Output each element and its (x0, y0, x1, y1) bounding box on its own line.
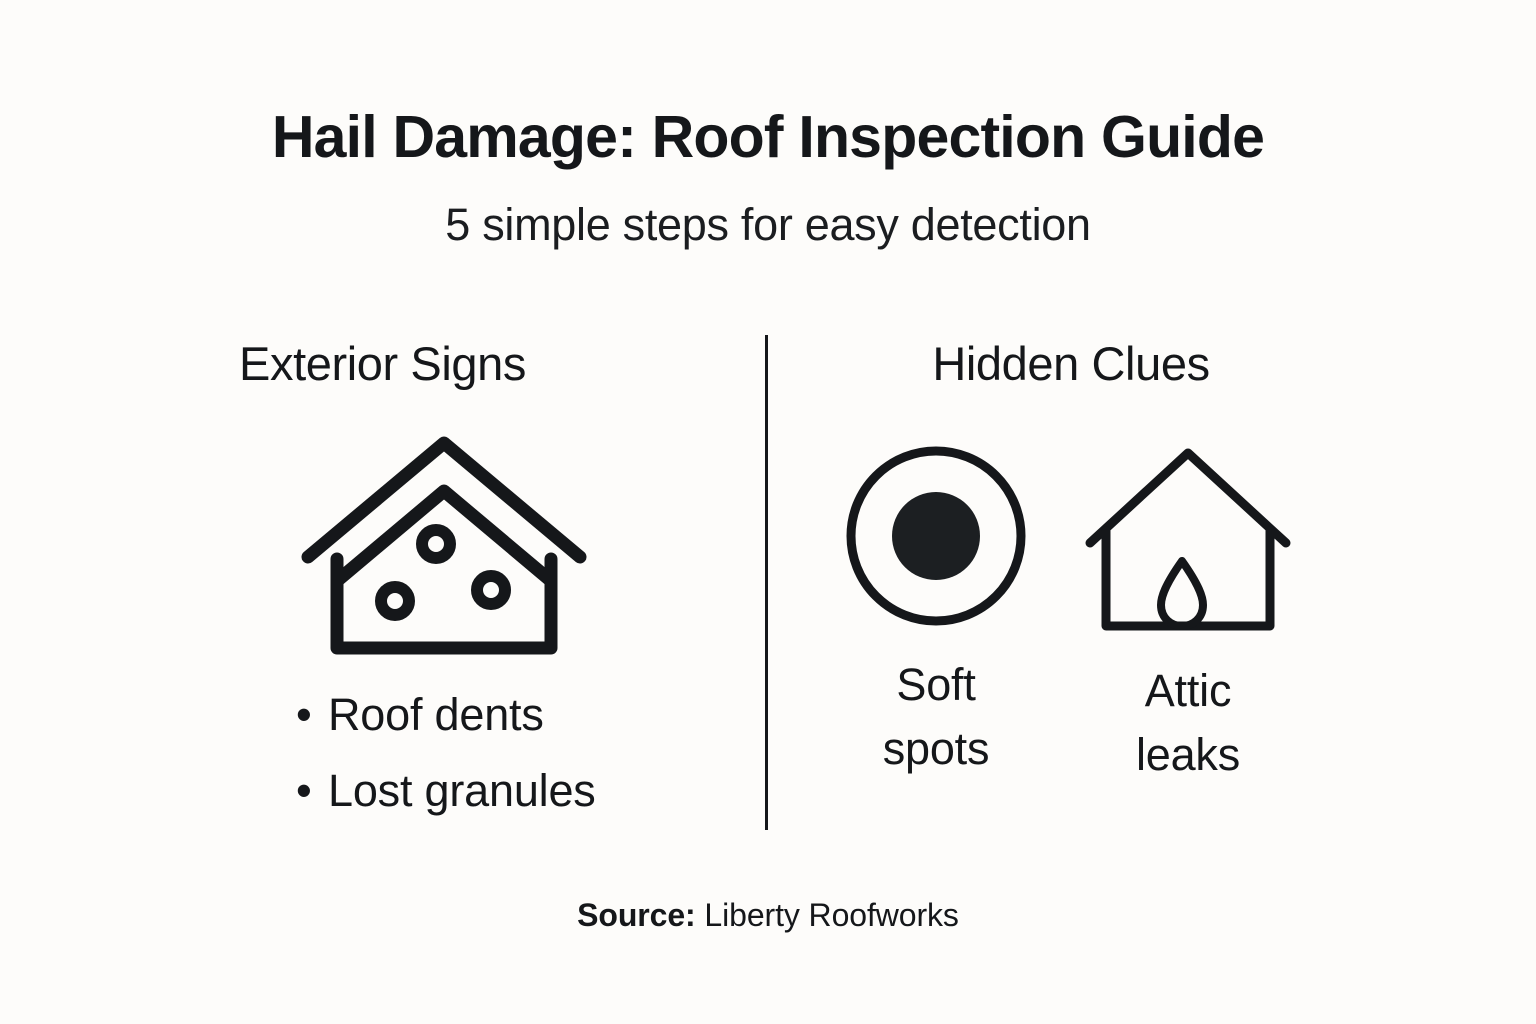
bullet-marker: • (296, 765, 312, 816)
bullet-marker: • (296, 689, 312, 740)
attic-roof-path (1085, 448, 1291, 548)
list-item: • Lost granules (296, 768, 746, 813)
clue-soft-spots-label: Soft spots (821, 653, 1051, 781)
clue-attic-leaks-label: Attic leaks (1073, 659, 1303, 787)
clue-soft-spots: Soft spots (821, 443, 1051, 781)
roof-outer-path (301, 436, 587, 564)
clue-label-line-1: Attic (1144, 665, 1232, 716)
source-label: Source: (577, 897, 696, 933)
page-subtitle: 5 simple steps for easy detection (445, 199, 1091, 250)
list-item-label: Roof dents (328, 689, 544, 740)
soft-spot-circle-icon (846, 446, 1026, 626)
house-with-water-drop-icon (1085, 448, 1291, 631)
clue-label-line-2: spots (882, 722, 990, 774)
soft-spot-outer-ring (846, 446, 1026, 626)
list-item: • Roof dents (296, 692, 746, 737)
water-drop-path (1157, 557, 1207, 630)
house-with-dents-icon (296, 425, 592, 663)
page-title: Hail Damage: Roof Inspection Guide (271, 104, 1265, 170)
roof-inner-path (330, 484, 558, 588)
column-divider (765, 335, 768, 830)
dent-circle-top (416, 524, 456, 564)
exterior-signs-heading: Exterior Signs (239, 337, 526, 390)
clue-label-line-2: leaks (1135, 728, 1241, 780)
list-item-label: Lost granules (328, 765, 596, 816)
house-body-path (330, 552, 558, 655)
dent-circle-left (375, 581, 415, 621)
exterior-signs-list: • Roof dents • Lost granules (296, 692, 746, 844)
source-name: Liberty Roofworks (695, 897, 959, 933)
clue-label-line-1: Soft (896, 659, 976, 710)
house-with-dents-svg (301, 436, 587, 655)
hidden-clues-heading: Hidden Clues (932, 337, 1210, 390)
attic-body-path (1101, 526, 1275, 631)
source-attribution: Source: Liberty Roofworks (0, 897, 1536, 934)
dent-circle-right (471, 570, 511, 610)
clue-attic-leaks: Attic leaks (1073, 443, 1303, 787)
soft-spot-inner-dot (892, 492, 980, 580)
